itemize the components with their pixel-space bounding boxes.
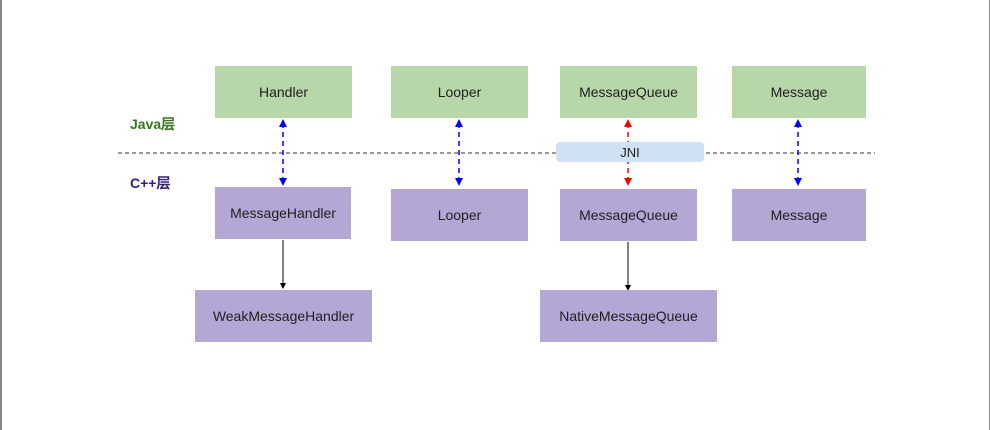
nativemessagequeue-box: NativeMessageQueue (540, 290, 717, 342)
cpp-looper-box: Looper (391, 189, 528, 241)
cpp-messagehandler-box: MessageHandler (215, 187, 351, 239)
cpp-layer-label: C++层 (130, 175, 171, 191)
cpp-messagequeue-box: MessageQueue (560, 189, 697, 241)
weakmessagehandler-box: WeakMessageHandler (195, 290, 372, 342)
jni-text: JNI (617, 144, 643, 160)
java-message-box: Message (732, 66, 866, 118)
java-looper-box: Looper (391, 66, 528, 118)
java-messagequeue-box: MessageQueue (560, 66, 697, 118)
java-layer-label: Java层 (130, 116, 176, 132)
jni-label: JNI (556, 142, 704, 162)
window-left-edge (0, 0, 2, 430)
java-handler-box: Handler (215, 66, 352, 118)
cpp-message-box: Message (732, 189, 866, 241)
